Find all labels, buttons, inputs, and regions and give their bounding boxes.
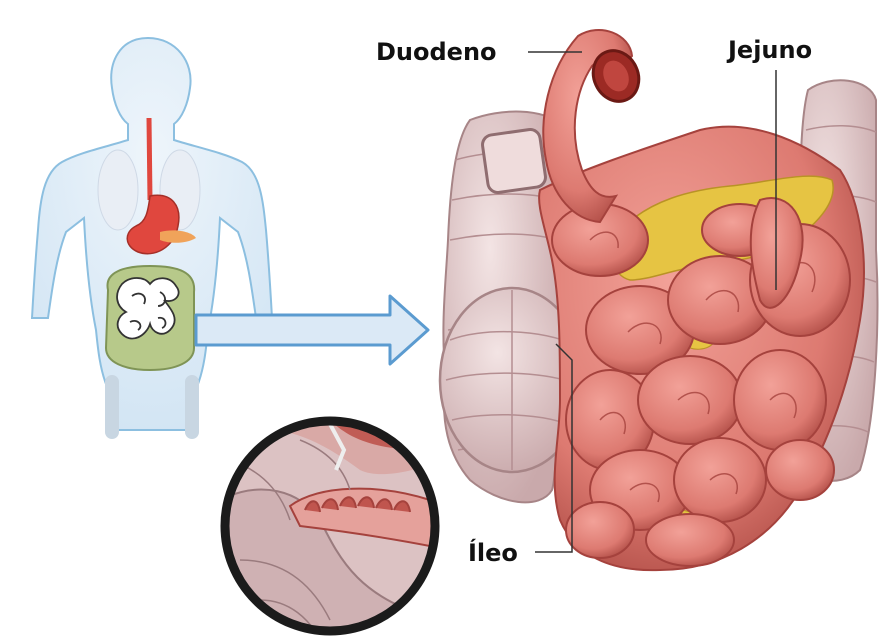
magnified-inset bbox=[220, 420, 440, 639]
colon-cut-section bbox=[481, 128, 547, 194]
label-jejuno: Jejuno bbox=[728, 38, 812, 62]
small-intestine-small bbox=[117, 278, 179, 339]
pointer-arrow bbox=[196, 296, 428, 364]
label-duodeno: Duodeno bbox=[376, 40, 497, 64]
label-ileo: Íleo bbox=[468, 541, 518, 565]
top-left-mask bbox=[0, 0, 258, 14]
left-lung bbox=[98, 150, 138, 230]
esophagus bbox=[149, 118, 150, 200]
human-body-figure bbox=[32, 38, 272, 432]
